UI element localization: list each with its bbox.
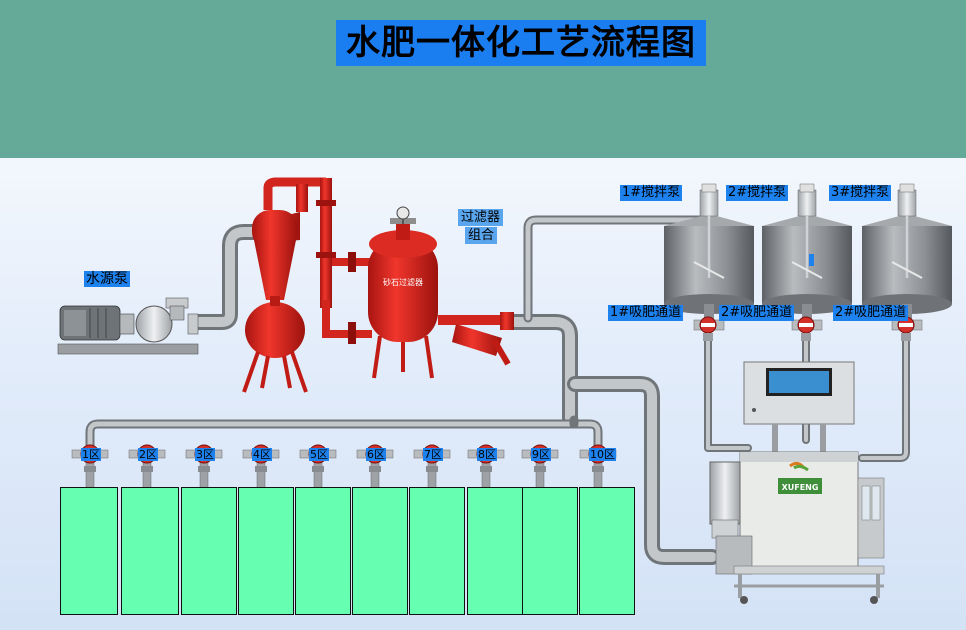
filter-group-label-line1: 过滤器 <box>458 209 504 226</box>
stir-pump-2-label: 2#搅拌泵 <box>726 185 789 201</box>
stir-pump-3-label: 3#搅拌泵 <box>829 185 892 201</box>
suction-channel-3-label: 2#吸肥通道 <box>833 305 909 321</box>
irrigation-field-6 <box>352 487 408 615</box>
suction-valve-2-icon[interactable] <box>791 316 823 341</box>
zone-label-8: 8区 <box>477 448 497 461</box>
zone-label-5: 5区 <box>309 448 329 461</box>
irrigation-field-10 <box>579 487 635 615</box>
zone-label-3: 3区 <box>195 448 215 461</box>
irrigation-field-3 <box>181 487 237 615</box>
brand-logo-text: XUFENG <box>782 483 819 492</box>
irrigation-field-7 <box>409 487 465 615</box>
stir-tank-1-icon <box>664 183 754 320</box>
zone-label-6: 6区 <box>366 448 386 461</box>
suction-channel-2-label: 2#吸肥通道 <box>719 305 795 321</box>
stir-pump-1-label: 1#搅拌泵 <box>620 185 683 201</box>
cyclone-separator-icon <box>242 177 372 393</box>
zone-label-9: 9区 <box>531 448 551 461</box>
zone-label-2: 2区 <box>138 448 158 461</box>
water-pump-label: 水源泵 <box>84 271 130 287</box>
zone-label-4: 4区 <box>252 448 272 461</box>
irrigation-field-4 <box>238 487 294 615</box>
sand-filter-text: 砂石过滤器 <box>383 277 423 287</box>
sand-filter-icon: 砂石过滤器 <box>368 206 514 379</box>
suction-channel-1-label: 1#吸肥通道 <box>608 305 684 321</box>
irrigation-field-8 <box>467 487 523 615</box>
zone-label-10: 10区 <box>589 448 616 461</box>
suction-valve-3-icon[interactable] <box>891 316 923 341</box>
page-title: 水肥一体化工艺流程图 <box>336 20 706 66</box>
zone-label-7: 7区 <box>423 448 443 461</box>
suction-valve-1-icon[interactable] <box>693 316 725 341</box>
fertilizer-machine-icon: XUFENG <box>709 361 885 604</box>
irrigation-field-1 <box>60 487 118 615</box>
irrigation-field-9 <box>522 487 578 615</box>
water-pump-icon <box>57 297 199 355</box>
zone-label-1: 1区 <box>81 448 101 461</box>
irrigation-field-5 <box>295 487 351 615</box>
filter-group-label-line2: 组合 <box>465 227 498 244</box>
irrigation-field-2 <box>121 487 179 615</box>
